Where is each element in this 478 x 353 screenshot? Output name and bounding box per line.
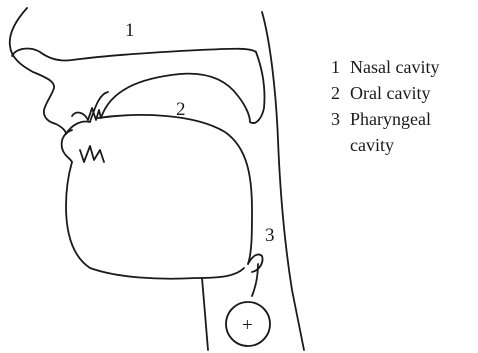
legend: 1 Nasal cavity 2 Oral cavity 3 Pharyngea… xyxy=(331,54,476,158)
legend-item-nasal: 1 Nasal cavity xyxy=(331,54,476,80)
chin-jaw xyxy=(66,162,244,279)
legend-label: Pharyngeal cavity xyxy=(350,106,476,158)
nostril-line xyxy=(12,49,256,61)
label-oral: 2 xyxy=(176,99,186,120)
legend-item-pharyngeal: 3 Pharyngeal cavity xyxy=(331,106,476,158)
pharynx-back-wall xyxy=(262,12,304,350)
lower-lip-teeth xyxy=(62,130,104,162)
tongue-oral-cavity xyxy=(98,115,252,264)
neck-line xyxy=(202,278,208,350)
label-nasal: 1 xyxy=(125,20,135,41)
legend-item-oral: 2 Oral cavity xyxy=(331,80,476,106)
face-profile xyxy=(10,8,66,134)
larynx-plus-symbol: + xyxy=(242,315,253,336)
upper-lip xyxy=(66,92,108,134)
legend-number: 1 xyxy=(331,54,350,80)
nasal-back-wall xyxy=(250,52,265,123)
legend-label: Oral cavity xyxy=(350,80,476,106)
throat-line xyxy=(252,264,258,296)
legend-number: 3 xyxy=(331,106,350,132)
legend-number: 2 xyxy=(331,80,350,106)
legend-label: Nasal cavity xyxy=(350,54,476,80)
upper-teeth xyxy=(72,108,101,120)
label-pharyngeal: 3 xyxy=(265,225,275,246)
